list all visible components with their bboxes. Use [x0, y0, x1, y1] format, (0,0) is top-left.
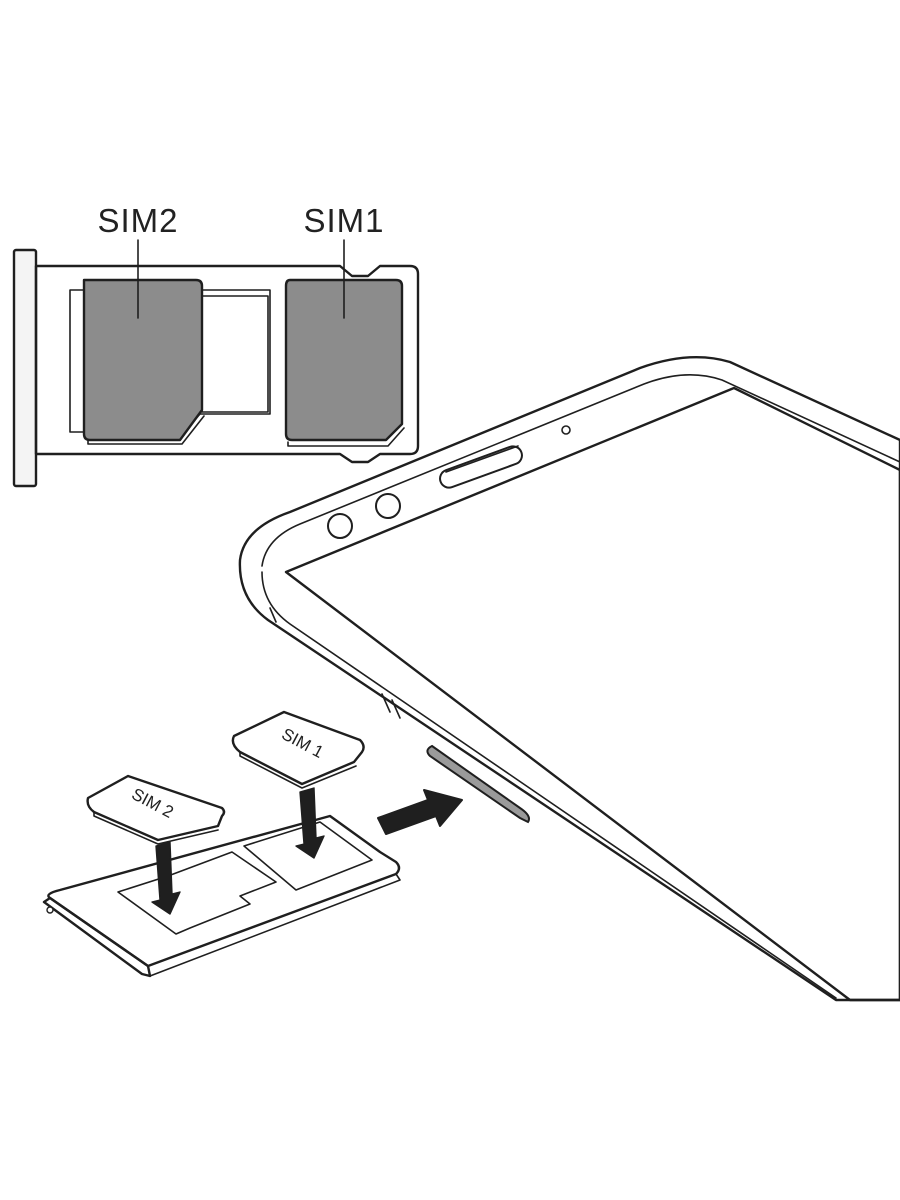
sim2-card-in-tray	[82, 278, 204, 442]
sim2-card-floating	[86, 774, 226, 842]
sim2-callout-label: SIM2	[97, 202, 178, 239]
earpiece-grille	[445, 445, 519, 473]
tray-end-cap	[12, 248, 38, 488]
loading-sim1-recess	[243, 821, 373, 891]
sim1-card-edge	[287, 427, 405, 447]
phone-screen	[284, 386, 900, 1002]
loading-tray-front-edge	[42, 896, 152, 978]
tray-small-slot	[201, 295, 269, 413]
phone-bezel	[261, 374, 900, 567]
side-notch	[269, 607, 277, 623]
sim1-card-floating-edge	[239, 751, 357, 789]
side-notch-3	[391, 699, 401, 719]
sim2-card-edge	[87, 415, 205, 445]
sim1-card-label: SIM 1	[279, 724, 327, 762]
front-camera-icon	[327, 513, 353, 539]
side-notch-2	[381, 693, 391, 713]
loading-tray-lip	[149, 873, 401, 977]
tray-eject-hole-icon	[46, 906, 54, 914]
front-sensor-icon	[375, 493, 401, 519]
tray-detail-view: SIM2 SIM1	[12, 202, 420, 488]
phone-sim-slot	[426, 744, 530, 824]
sim1-card-floating	[231, 710, 365, 786]
sim1-insert-arrow-icon	[295, 787, 325, 859]
loading-sim2-recess	[117, 851, 277, 935]
tray-loading-view: SIM 2 SIM 1	[42, 710, 401, 978]
loading-tray-body	[47, 814, 401, 968]
sim2-card-floating-edge	[93, 811, 219, 845]
tray-body	[34, 264, 420, 464]
phone-side-edge	[261, 571, 837, 999]
proximity-sensor-icon	[561, 425, 571, 435]
sim1-card-in-tray	[284, 278, 404, 442]
phone-body	[238, 356, 900, 1002]
phone	[238, 356, 900, 1002]
insert-direction-arrow-icon	[377, 789, 463, 835]
sim1-callout-label: SIM1	[303, 202, 384, 239]
earpiece-icon	[439, 445, 523, 489]
sim2-insert-arrow-icon	[151, 841, 181, 915]
